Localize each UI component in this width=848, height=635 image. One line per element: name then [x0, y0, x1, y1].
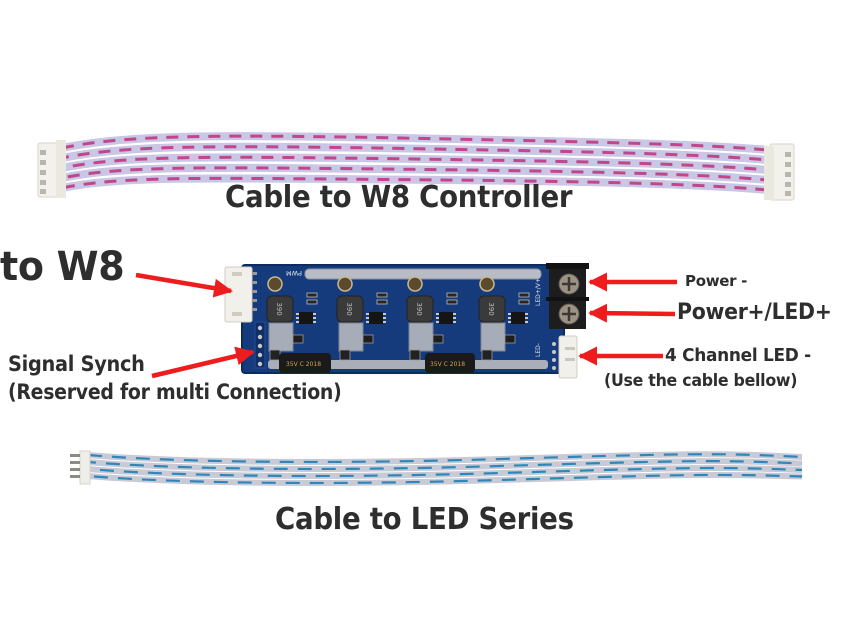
arrow-power-plus [588, 303, 676, 323]
smd-resistor [446, 299, 458, 305]
svg-text:35V C 2018: 35V C 2018 [286, 361, 321, 368]
power-screw-terminal [546, 263, 589, 329]
label-power-plus-led-plus: Power+/LED+ [677, 300, 832, 325]
cable-wire-stripe [87, 466, 803, 478]
arrow-signal-synch [151, 346, 255, 379]
cable-wire [87, 458, 803, 472]
pwm-input-connector [224, 266, 257, 323]
caption-cable-to-led-series: Cable to LED Series [275, 502, 574, 537]
smd-diode [362, 334, 374, 344]
label-four-channel-led: 4 Channel LED - [665, 345, 811, 366]
svg-text:390: 390 [345, 302, 353, 315]
small-capacitor [267, 276, 283, 292]
top-cable-left-connector [37, 140, 66, 198]
smd-resistor [306, 292, 318, 298]
heat-pad [408, 322, 434, 352]
electrolytic-capacitor: 35V C 2018 [279, 353, 331, 373]
arrow-to-w8 [135, 272, 233, 298]
cable-wire-stripe [61, 176, 769, 192]
led-silkscreen: LED- [535, 343, 542, 357]
svg-text:35V C 2018: 35V C 2018 [430, 361, 465, 368]
cable-wire-stripe [61, 145, 769, 162]
label-signal-synch-note: (Reserved for multi Connection) [8, 380, 342, 404]
inductor: 390 [336, 295, 364, 323]
smd-resistor [376, 292, 388, 298]
inductor: 390 [478, 295, 506, 323]
svg-text:390: 390 [487, 302, 495, 315]
driver-ic [439, 312, 453, 324]
small-capacitor [337, 276, 353, 292]
cable-wire-stripe [87, 453, 803, 464]
label-signal-synch: Signal Synch [8, 352, 145, 376]
smd-resistor [376, 299, 388, 305]
cable-wire-stripe [61, 134, 769, 152]
smd-diode [292, 334, 304, 344]
top-cable-wires [61, 132, 769, 194]
label-power-minus: Power - [685, 272, 748, 290]
smd-diode [504, 334, 516, 344]
driver-channels: 390 390 390 390 [266, 276, 530, 361]
smd-transistor [269, 349, 281, 361]
smd-resistor [518, 292, 530, 298]
inductor: 390 [406, 295, 434, 323]
bottom-cable-connector [70, 450, 91, 485]
cable-wire [61, 163, 769, 184]
heat-pad [268, 322, 294, 352]
power-silkscreen: LED+/V+ [535, 278, 542, 306]
driver-ic [369, 312, 383, 324]
pwm-silkscreen: PWM [286, 269, 302, 277]
label-four-channel-note: (Use the cable bellow) [604, 371, 798, 391]
bottom-cable-wires [87, 451, 803, 486]
svg-text:390: 390 [275, 302, 283, 315]
smd-diode [432, 334, 444, 344]
led-driver-board: 390 390 390 390 35V C 2018 35V C 2018 PWM L… [224, 263, 589, 379]
signal-synch-header [254, 321, 266, 369]
heat-pad [338, 322, 364, 352]
svg-text:390: 390 [415, 302, 423, 315]
small-capacitor [479, 276, 495, 292]
smd-resistor [518, 299, 530, 305]
driver-ic [511, 312, 525, 324]
smd-transistor [339, 349, 351, 361]
led-output-connector [552, 335, 578, 379]
smd-transistor [409, 349, 421, 361]
electrolytic-capacitor: 35V C 2018 [425, 353, 475, 373]
driver-ic [299, 312, 313, 324]
smd-resistor [306, 299, 318, 305]
heat-pad [480, 322, 506, 352]
top-cable-right-connector [764, 143, 795, 201]
small-capacitor [407, 276, 423, 292]
smd-resistor [446, 292, 458, 298]
cable-wire-stripe [87, 473, 803, 485]
label-to-w8: to W8 [0, 244, 125, 290]
caption-cable-to-w8: Cable to W8 Controller [225, 180, 573, 215]
cable-wire [61, 153, 769, 174]
inductor: 390 [266, 295, 294, 323]
smd-transistor [481, 349, 493, 361]
